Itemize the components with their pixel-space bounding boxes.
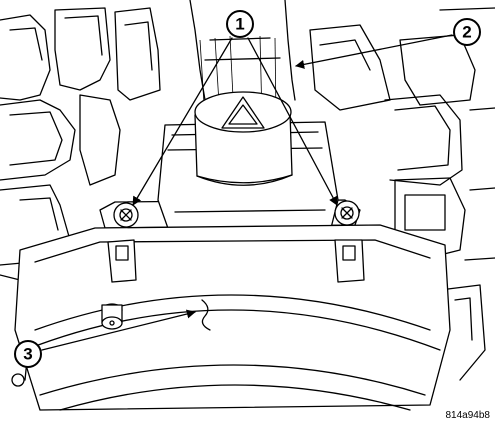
leader-2	[295, 34, 453, 69]
callout-3-label: 3	[23, 345, 32, 364]
callout-leaders	[41, 34, 453, 351]
callout-1-label: 1	[235, 15, 244, 34]
instrument-panel-bezel	[14, 224, 451, 411]
leader-1-right	[247, 37, 338, 206]
callout-1: 1	[226, 10, 254, 38]
figure-id: 814a94b8	[446, 410, 491, 421]
hazard-switch	[99, 35, 361, 235]
leader-3	[41, 309, 196, 351]
mounting-screw-right	[334, 200, 360, 226]
mounting-screw-left	[113, 202, 139, 228]
leader-1-left	[132, 37, 233, 206]
callout-2-label: 2	[462, 23, 471, 42]
hazard-triangle-icon	[221, 96, 265, 129]
callout-2: 2	[453, 18, 481, 46]
callout-3: 3	[14, 340, 42, 368]
